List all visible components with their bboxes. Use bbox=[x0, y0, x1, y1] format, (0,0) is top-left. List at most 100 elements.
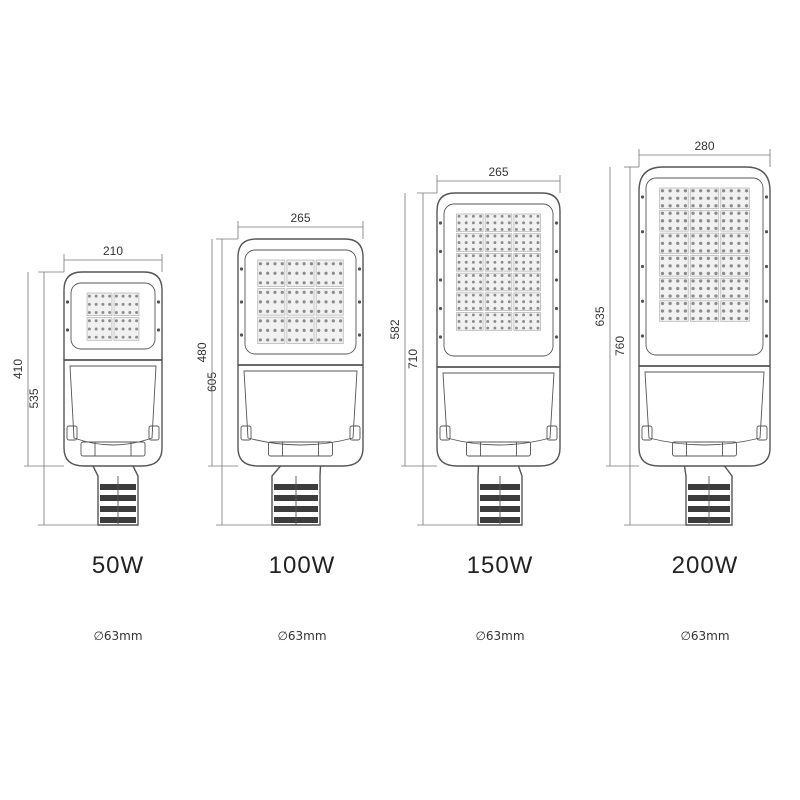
led-chip bbox=[87, 302, 91, 306]
led-chip bbox=[737, 196, 741, 200]
led-chip bbox=[536, 241, 540, 245]
led-chip bbox=[529, 247, 533, 251]
led-chip bbox=[121, 335, 125, 339]
led-chip bbox=[699, 189, 703, 193]
led-chip bbox=[114, 302, 118, 306]
led-chip bbox=[135, 302, 139, 306]
led-chip bbox=[514, 306, 518, 310]
led-chip bbox=[471, 214, 475, 218]
led-chip bbox=[676, 264, 680, 268]
led-chip bbox=[729, 279, 733, 283]
led-chip bbox=[287, 319, 292, 323]
screw-dot bbox=[764, 195, 769, 199]
led-chip bbox=[676, 211, 680, 215]
led-chip bbox=[457, 247, 461, 251]
led-chip bbox=[507, 280, 511, 284]
led-module bbox=[689, 232, 720, 255]
screw-dot bbox=[239, 300, 244, 304]
led-chip bbox=[744, 256, 749, 261]
led-chip bbox=[683, 256, 688, 261]
led-chip bbox=[273, 319, 277, 323]
led-chip bbox=[706, 189, 710, 193]
led-chip bbox=[457, 227, 461, 231]
led-module bbox=[257, 316, 286, 345]
led-chip bbox=[479, 254, 483, 258]
led-module bbox=[456, 233, 484, 252]
led-chip bbox=[507, 234, 511, 238]
led-panel-frame bbox=[70, 282, 156, 350]
led-chip bbox=[536, 306, 540, 310]
width-dimension-label: 210 bbox=[103, 244, 123, 258]
led-chip bbox=[486, 254, 490, 258]
led-chip bbox=[324, 328, 328, 333]
led-chip bbox=[507, 287, 511, 291]
led-chip bbox=[258, 309, 263, 313]
led-chip bbox=[529, 214, 533, 218]
led-chip bbox=[331, 319, 335, 323]
led-chip bbox=[737, 226, 741, 231]
led-chip bbox=[507, 254, 511, 258]
led-chip bbox=[500, 241, 504, 245]
led-module bbox=[513, 272, 541, 292]
led-chip bbox=[464, 214, 468, 218]
mount-bracket bbox=[466, 441, 531, 457]
led-chip bbox=[721, 279, 726, 283]
led-chip bbox=[266, 281, 270, 285]
led-chip bbox=[331, 271, 335, 275]
led-chip bbox=[324, 338, 328, 342]
led-chip bbox=[500, 274, 504, 277]
led-chip bbox=[500, 267, 504, 271]
led-module bbox=[456, 213, 484, 233]
led-chip bbox=[721, 211, 726, 215]
total-height-label: 535 bbox=[27, 388, 41, 408]
led-chip bbox=[339, 271, 343, 275]
led-chip bbox=[309, 338, 314, 342]
lamp-body-outline bbox=[237, 364, 364, 467]
led-chip bbox=[493, 254, 497, 258]
led-chip bbox=[309, 328, 314, 333]
led-module bbox=[689, 277, 720, 300]
width-dimension-label: 265 bbox=[290, 211, 310, 225]
led-chip bbox=[676, 241, 680, 246]
led-chip bbox=[280, 328, 284, 333]
pole-diameter-label: ∅63mm bbox=[277, 629, 326, 643]
led-chip bbox=[479, 241, 483, 245]
led-chip bbox=[691, 309, 695, 313]
led-chip bbox=[471, 280, 475, 284]
led-chip bbox=[729, 249, 733, 253]
led-module bbox=[720, 187, 750, 209]
led-chip bbox=[676, 256, 680, 261]
led-chip bbox=[522, 274, 526, 277]
led-chip bbox=[660, 309, 665, 313]
led-chip bbox=[108, 327, 112, 331]
led-chip bbox=[691, 241, 695, 246]
led-chip bbox=[464, 293, 468, 297]
led-chip bbox=[101, 311, 105, 315]
led-chip bbox=[486, 287, 490, 291]
led-chip bbox=[522, 306, 526, 310]
led-chip bbox=[536, 254, 540, 258]
led-chip bbox=[691, 286, 695, 291]
led-module bbox=[86, 292, 113, 316]
led-module bbox=[257, 259, 286, 287]
led-chip bbox=[479, 247, 483, 251]
led-panel-frame bbox=[244, 249, 357, 355]
led-chip bbox=[529, 287, 533, 291]
led-module bbox=[315, 288, 344, 316]
led-chip bbox=[471, 293, 475, 297]
led-chip bbox=[699, 234, 703, 238]
led-chip bbox=[660, 279, 665, 283]
led-chip bbox=[514, 287, 518, 291]
led-chip bbox=[317, 319, 321, 323]
led-chip bbox=[721, 234, 726, 238]
pole-diameter-label: ∅63mm bbox=[475, 629, 524, 643]
led-chip bbox=[683, 219, 688, 223]
led-chip bbox=[676, 219, 680, 223]
led-module bbox=[659, 277, 689, 300]
led-chip bbox=[660, 286, 665, 291]
led-chip bbox=[486, 313, 490, 317]
led-chip bbox=[683, 264, 688, 268]
screw-dot bbox=[438, 306, 443, 311]
led-chip bbox=[683, 204, 688, 208]
housing-inner bbox=[442, 372, 555, 446]
